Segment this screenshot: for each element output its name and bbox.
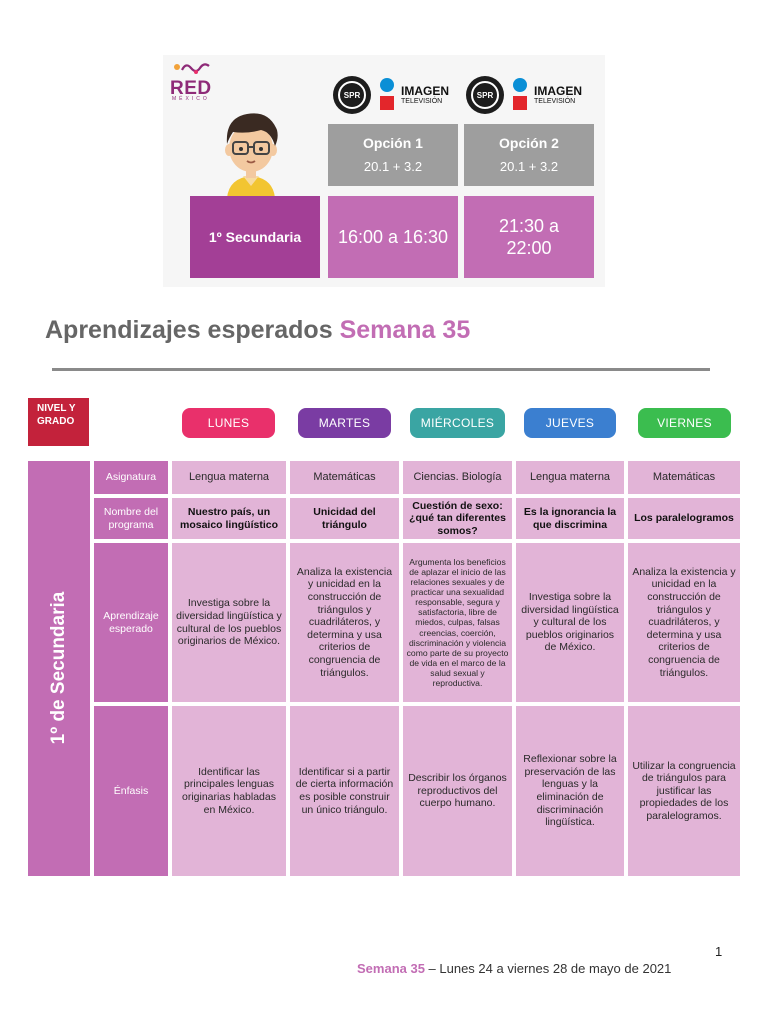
option-title: Opción 1 <box>363 135 423 151</box>
imagen-logo-icon <box>513 78 527 112</box>
broadcaster-logos-2: SPR IMAGEN TELEVISIÓN <box>466 76 582 114</box>
cell-emphasis-jueves: Reflexionar sobre la preservación de las… <box>516 706 624 876</box>
cell-program-lunes: Nuestro país, un mosaico lingüístico <box>172 498 286 539</box>
logo-name: RED <box>170 78 212 99</box>
row-label-program: Nombre del programa <box>94 498 168 539</box>
logo-swirl-icon <box>174 63 210 74</box>
option-1-time: 16:00 a 16:30 <box>328 196 458 278</box>
option-2-box: Opción 2 20.1 + 3.2 <box>464 124 594 186</box>
grade-column: 1º de Secundaria <box>28 461 90 876</box>
imagen-brand-sub: TELEVISIÓN <box>401 98 443 105</box>
day-martes: MARTES <box>298 408 391 438</box>
option-title: Opción 2 <box>499 135 559 151</box>
footer-week: Semana 35 <box>357 961 425 976</box>
row-label-learning: Aprendizaje esperado <box>94 543 168 702</box>
cell-emphasis-miercoles: Describir los órganos reproductivos del … <box>403 706 512 876</box>
option-2-time: 21:30 a 22:00 <box>464 196 594 278</box>
day-lunes: LUNES <box>182 408 275 438</box>
logo-sub: MÉXICO <box>172 96 210 102</box>
spr-logo-icon: SPR <box>466 76 504 114</box>
level-grade-header: NIVEL Y GRADO <box>28 398 89 446</box>
cell-emphasis-martes: Identificar si a partir de cierta inform… <box>290 706 399 876</box>
imagen-brand: IMAGEN <box>534 84 582 98</box>
spr-logo-icon: SPR <box>333 76 371 114</box>
day-jueves: JUEVES <box>524 408 616 438</box>
cell-program-jueves: Es la ignorancia la que discrimina <box>516 498 624 539</box>
option-channel: 20.1 + 3.2 <box>499 159 559 174</box>
cell-learning-miercoles: Argumenta los beneficios de aplazar el i… <box>403 543 512 702</box>
day-viernes: VIERNES <box>638 408 731 438</box>
cell-program-viernes: Los paralelogramos <box>628 498 740 539</box>
imagen-brand-sub: TELEVISIÓN <box>534 98 576 105</box>
grade-label: 1º Secundaria <box>190 196 320 278</box>
cell-learning-lunes: Investiga sobre la diversidad lingüístic… <box>172 543 286 702</box>
option-1-box: Opción 1 20.1 + 3.2 <box>328 124 458 186</box>
option-channel: 20.1 + 3.2 <box>363 159 423 174</box>
broadcaster-logos-1: SPR IMAGEN TELEVISIÓN <box>333 76 449 114</box>
cell-program-miercoles: Cuestión de sexo: ¿qué tan diferentes so… <box>403 498 512 539</box>
cell-subject-lunes: Lengua materna <box>172 461 286 494</box>
cell-subject-miercoles: Ciencias. Biología <box>403 461 512 494</box>
title-main: Aprendizajes esperados <box>45 316 333 344</box>
title-divider <box>52 368 710 371</box>
grade-vertical-label: 1º de Secundaria <box>48 591 69 745</box>
day-miercoles: MIÉRCOLES <box>410 408 505 438</box>
footer-dates: – Lunes 24 a viernes 28 de mayo de 2021 <box>424 961 672 976</box>
row-label-subject: Asignatura <box>94 461 168 494</box>
footer-week-dates: Semana 35 – Lunes 24 a viernes 28 de may… <box>357 961 671 976</box>
imagen-logo-text: IMAGEN TELEVISIÓN <box>534 85 582 105</box>
cell-learning-martes: Analiza la existencia y unicidad en la c… <box>290 543 399 702</box>
spr-logo-text: SPR <box>338 81 366 109</box>
spr-logo-text: SPR <box>471 81 499 109</box>
cell-subject-viernes: Matemáticas <box>628 461 740 494</box>
row-label-emphasis: Énfasis <box>94 706 168 876</box>
cell-emphasis-lunes: Identificar las principales lenguas orig… <box>172 706 286 876</box>
imagen-logo-text: IMAGEN TELEVISIÓN <box>401 85 449 105</box>
red-mexico-logo: RED MÉXICO <box>170 60 220 104</box>
cell-subject-jueves: Lengua materna <box>516 461 624 494</box>
cell-learning-viernes: Analiza la existencia y unicidad en la c… <box>628 543 740 702</box>
cell-emphasis-viernes: Utilizar la congruencia de triángulos pa… <box>628 706 740 876</box>
student-illustration <box>225 113 278 198</box>
cell-subject-martes: Matemáticas <box>290 461 399 494</box>
page-number: 1 <box>715 944 723 959</box>
title-accent: Semana 35 <box>339 316 471 344</box>
imagen-logo-icon <box>380 78 394 112</box>
page-title: Aprendizajes esperados Semana 35 <box>45 316 470 345</box>
imagen-brand: IMAGEN <box>401 84 449 98</box>
cell-learning-jueves: Investiga sobre la diversidad lingüístic… <box>516 543 624 702</box>
cell-program-martes: Unicidad del triángulo <box>290 498 399 539</box>
